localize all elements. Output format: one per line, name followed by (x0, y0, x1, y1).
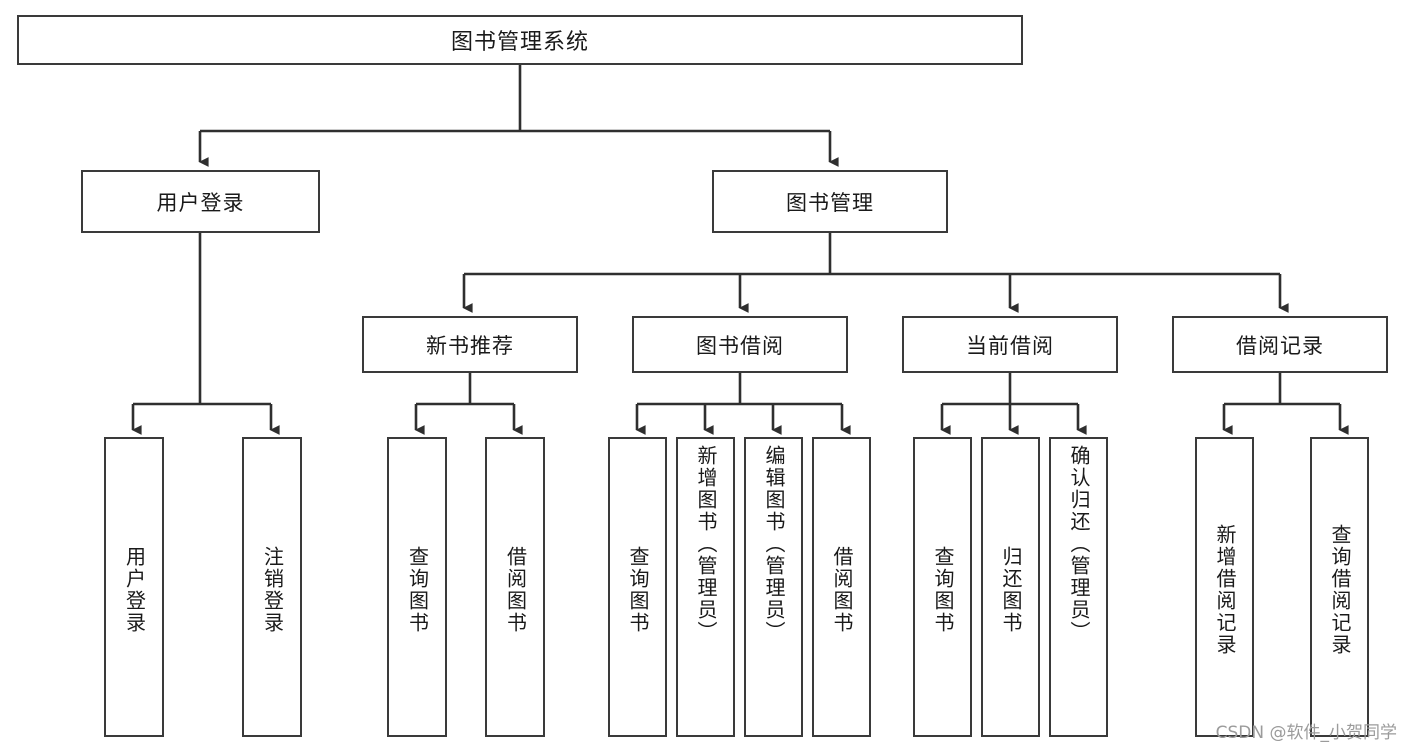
leaf-book-borrow-borrow-label: 借阅图书 (830, 546, 854, 634)
leaf-book-borrow-query[interactable]: 查询图书 (608, 437, 667, 737)
node-book-borrow[interactable]: 图书借阅 (632, 316, 848, 373)
leaf-new-book-query-label: 查询图书 (405, 546, 430, 634)
node-book-management[interactable]: 图书管理 (712, 170, 948, 233)
leaf-current-borrow-confirm[interactable]: 确认归还（管理员） (1049, 437, 1108, 737)
node-new-book-recommend[interactable]: 新书推荐 (362, 316, 578, 373)
leaf-new-book-borrow[interactable]: 借阅图书 (485, 437, 545, 737)
leaf-book-borrow-edit-label: 编辑图书（管理员） (762, 445, 786, 643)
leaf-current-borrow-return[interactable]: 归还图书 (981, 437, 1040, 737)
leaf-book-borrow-add-label: 新增图书（管理员） (694, 445, 718, 643)
node-root[interactable]: 图书管理系统 (17, 15, 1023, 65)
leaf-user-login-login[interactable]: 用户登录 (104, 437, 164, 737)
leaf-user-login-logout[interactable]: 注销登录 (242, 437, 302, 737)
leaf-book-borrow-borrow[interactable]: 借阅图书 (812, 437, 871, 737)
node-book-borrow-label: 图书借阅 (696, 333, 784, 358)
leaf-borrow-record-add-label: 新增借阅记录 (1213, 524, 1237, 656)
leaf-user-login-login-label: 用户登录 (122, 546, 147, 634)
leaf-book-borrow-edit[interactable]: 编辑图书（管理员） (744, 437, 803, 737)
leaf-new-book-borrow-label: 借阅图书 (503, 546, 528, 634)
leaf-current-borrow-query[interactable]: 查询图书 (913, 437, 972, 737)
node-root-label: 图书管理系统 (450, 30, 589, 55)
node-user-login-label: 用户登录 (156, 190, 245, 215)
leaf-new-book-query[interactable]: 查询图书 (387, 437, 447, 737)
node-user-login[interactable]: 用户登录 (81, 170, 320, 233)
node-borrow-record[interactable]: 借阅记录 (1172, 316, 1388, 373)
leaf-user-login-logout-label: 注销登录 (260, 546, 285, 634)
leaf-current-borrow-confirm-label: 确认归还（管理员） (1067, 445, 1091, 643)
node-current-borrow[interactable]: 当前借阅 (902, 316, 1118, 373)
node-borrow-record-label: 借阅记录 (1236, 333, 1324, 358)
node-book-management-label: 图书管理 (786, 190, 874, 215)
leaf-book-borrow-add[interactable]: 新增图书（管理员） (676, 437, 735, 737)
node-new-book-recommend-label: 新书推荐 (426, 333, 514, 358)
leaf-borrow-record-query-label: 查询借阅记录 (1328, 524, 1352, 656)
leaf-borrow-record-add[interactable]: 新增借阅记录 (1195, 437, 1254, 737)
leaf-borrow-record-query[interactable]: 查询借阅记录 (1310, 437, 1369, 737)
leaf-current-borrow-return-label: 归还图书 (999, 546, 1023, 634)
leaf-book-borrow-query-label: 查询图书 (626, 546, 650, 634)
node-current-borrow-label: 当前借阅 (966, 333, 1054, 358)
leaf-current-borrow-query-label: 查询图书 (931, 546, 955, 634)
